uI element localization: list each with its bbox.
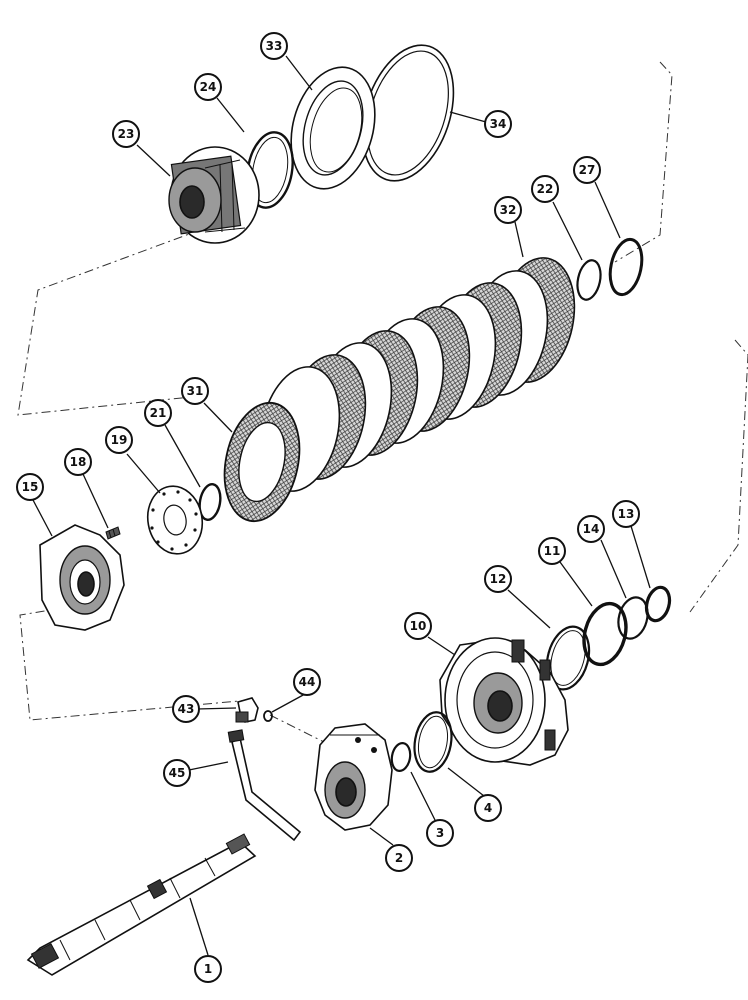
part-44-o-ring <box>263 710 273 722</box>
callout-19: 19 <box>105 426 133 454</box>
callout-23: 23 <box>112 120 140 148</box>
callout-31-label: 31 <box>187 384 204 398</box>
callout-15: 15 <box>16 473 44 501</box>
callout-19-label: 19 <box>111 433 128 447</box>
callout-45-label: 45 <box>169 766 186 780</box>
callout-33: 33 <box>260 32 288 60</box>
assembly-boundary-lower <box>19 339 748 721</box>
callout-4-label: 4 <box>484 801 492 815</box>
callout-13: 13 <box>612 500 640 528</box>
callout-18: 18 <box>64 448 92 476</box>
callout-32: 32 <box>494 196 522 224</box>
part-21-ring <box>198 482 222 522</box>
callout-34-label: 34 <box>490 117 507 131</box>
assembly-boundary-upper <box>17 61 673 416</box>
part-4-ring <box>413 711 453 773</box>
callout-44: 44 <box>293 668 321 696</box>
part-3-ring <box>390 742 412 772</box>
callout-21: 21 <box>144 399 172 427</box>
part-27-ring <box>608 237 644 297</box>
callout-4: 4 <box>474 794 502 822</box>
callout-1: 1 <box>194 955 222 983</box>
part-14-ring <box>617 596 649 640</box>
part-22-ring <box>576 259 602 301</box>
callout-1-label: 1 <box>204 962 212 976</box>
callout-27: 27 <box>573 156 601 184</box>
callout-15-label: 15 <box>22 480 39 494</box>
callout-27-label: 27 <box>579 163 596 177</box>
callout-2-label: 2 <box>395 851 403 865</box>
callout-23-label: 23 <box>118 127 135 141</box>
assembly-boundary-center <box>269 714 331 746</box>
callout-24-label: 24 <box>200 80 217 94</box>
callout-21-label: 21 <box>150 406 167 420</box>
callout-44-label: 44 <box>299 675 316 689</box>
callout-2: 2 <box>385 844 413 872</box>
callout-14-label: 14 <box>583 522 600 536</box>
part-15-piston <box>39 524 125 631</box>
part-10-clutch-drum <box>439 637 569 766</box>
callout-43-label: 43 <box>178 702 195 716</box>
callout-14: 14 <box>577 515 605 543</box>
callout-11-label: 11 <box>544 544 561 558</box>
callout-12: 12 <box>484 565 512 593</box>
part-19-thrust-washer <box>146 485 204 555</box>
part-45-tube <box>227 729 302 842</box>
callout-10: 10 <box>404 612 432 640</box>
callout-11: 11 <box>538 537 566 565</box>
part-1-shaft <box>26 833 257 976</box>
callout-45: 45 <box>163 759 191 787</box>
callout-10-label: 10 <box>410 619 427 633</box>
callout-31: 31 <box>181 377 209 405</box>
callout-32-label: 32 <box>500 203 517 217</box>
part-23-hub <box>168 146 260 244</box>
callout-24: 24 <box>194 73 222 101</box>
part-43-elbow-fitting <box>235 697 259 723</box>
leader-lines <box>32 55 651 956</box>
callout-33-label: 33 <box>266 39 283 53</box>
part-2-housing <box>314 723 393 831</box>
callout-22: 22 <box>531 175 559 203</box>
callout-3: 3 <box>426 819 454 847</box>
callout-12-label: 12 <box>490 572 507 586</box>
callout-18-label: 18 <box>70 455 87 469</box>
callout-43: 43 <box>172 695 200 723</box>
callout-34: 34 <box>484 110 512 138</box>
callout-13-label: 13 <box>618 507 635 521</box>
part-33-plate <box>290 66 376 190</box>
clutch-disc-stack <box>223 257 576 523</box>
callout-3-label: 3 <box>436 826 444 840</box>
part-18-pin <box>105 526 121 540</box>
part-11-ring <box>582 601 628 667</box>
part-13-ring <box>644 585 672 623</box>
callout-22-label: 22 <box>537 182 554 196</box>
